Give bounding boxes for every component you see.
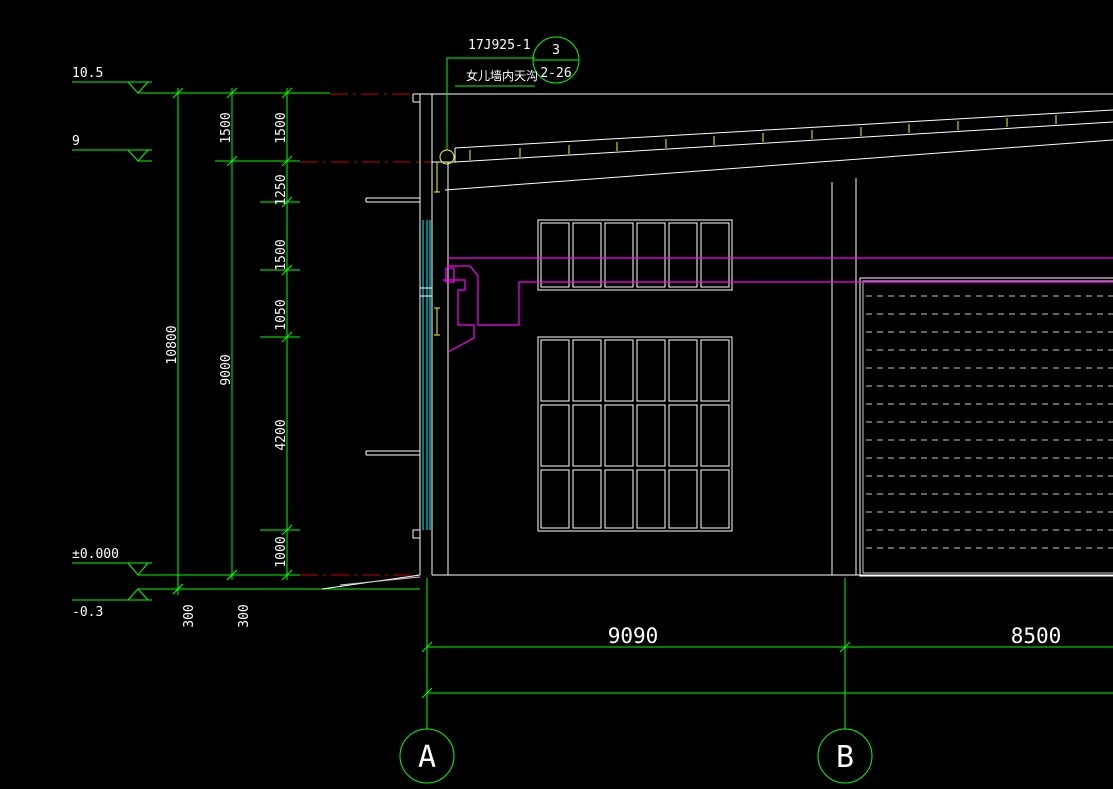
dim-span-b-next: 8500 <box>1011 624 1062 648</box>
callout-description: 女儿墙内天沟 <box>466 68 538 83</box>
dim-span-a-b: 9090 <box>608 624 659 648</box>
dim-top-segment: 1500 <box>219 112 234 143</box>
dim-segment-4: 1050 <box>274 299 289 330</box>
callout-page-number: 2-26 <box>540 66 571 81</box>
window-lower <box>537 336 733 532</box>
level-marker-ground: ±0.000 <box>72 547 152 576</box>
dim-overall-height: 10800 <box>165 325 180 364</box>
level-marker-roof: 10.5 <box>72 66 152 94</box>
dim-segment-3: 1500 <box>274 239 289 270</box>
dim-main-height: 9000 <box>219 354 234 385</box>
roof-structure <box>432 93 1113 191</box>
level-label-outdoor: -0.3 <box>72 605 103 620</box>
dim-segment-2: 1250 <box>274 174 289 205</box>
window-upper <box>537 219 733 291</box>
dim-segment-5: 4200 <box>274 419 289 450</box>
callout-detail-number: 3 <box>552 43 560 58</box>
purlins <box>469 115 1057 160</box>
level-label-roof: 10.5 <box>72 66 103 81</box>
level-label-ground: ±0.000 <box>72 547 119 562</box>
level-label-parapet: 9 <box>72 134 80 149</box>
vertical-dimension-chains <box>152 87 420 595</box>
grid-axis-a-label: A <box>418 740 436 775</box>
drain-pipe <box>443 257 1113 353</box>
grid-axis-b-label: B <box>836 740 854 775</box>
end-wall-section <box>321 93 440 590</box>
level-marker-outdoor: -0.3 <box>72 588 152 620</box>
detail-callout: 17J925-1 女儿墙内天沟 3 2-26 <box>439 36 580 165</box>
dim-segment-6: 1000 <box>274 536 289 567</box>
level-marker-parapet: 9 <box>72 134 152 162</box>
roller-door <box>859 277 1113 577</box>
dim-offset-1: 300 <box>182 604 197 627</box>
callout-atlas-code: 17J925-1 <box>468 38 531 53</box>
grid-axis-a: A <box>399 728 455 784</box>
dim-segment-1: 1500 <box>274 112 289 143</box>
grid-axis-b: B <box>817 728 873 784</box>
dim-offset-2: 300 <box>237 604 252 627</box>
horizontal-dimensions: 9090 8500 <box>421 578 1113 729</box>
